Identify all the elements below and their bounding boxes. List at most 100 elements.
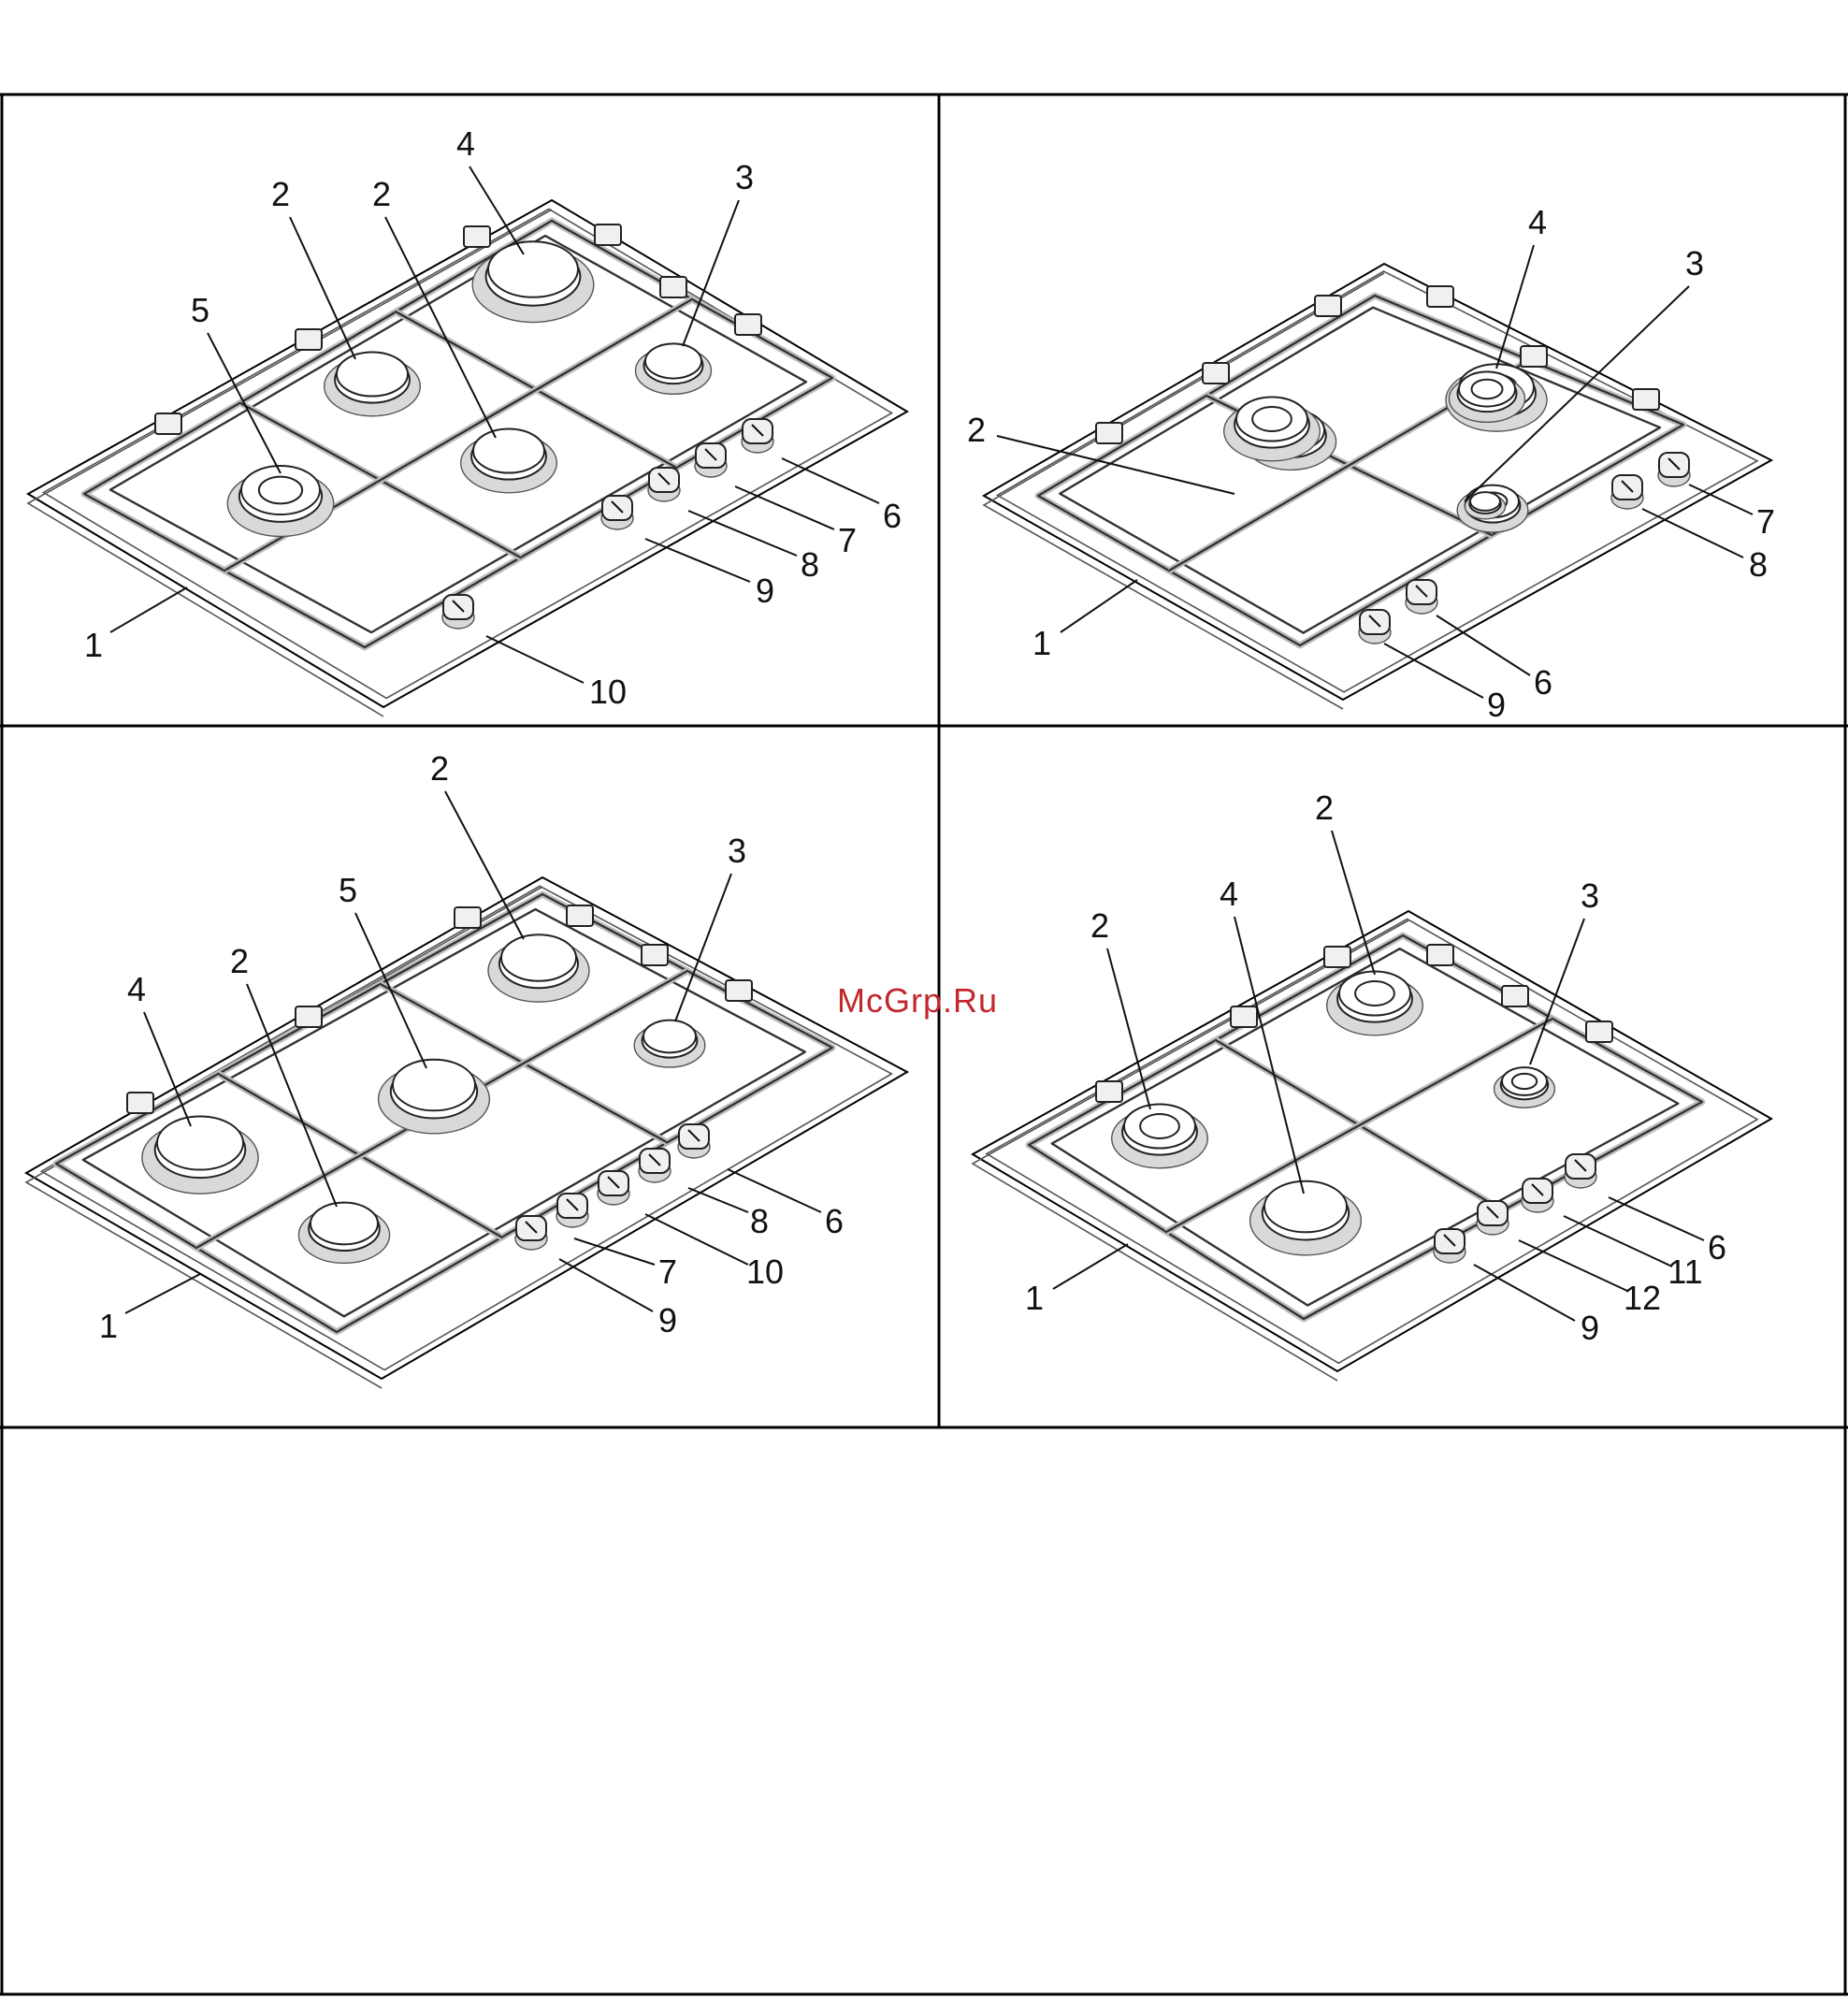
- callout-label: 8: [801, 545, 819, 584]
- pan-support-finger: [1096, 1081, 1122, 1102]
- pan-support-bar: [1166, 1019, 1552, 1232]
- callout-leader: [486, 636, 584, 683]
- burner-inner-ring: [1140, 1114, 1179, 1138]
- callout-leader: [559, 1259, 653, 1311]
- callout-label: 2: [967, 411, 986, 449]
- callout-label: 11: [1668, 1252, 1702, 1291]
- burner-cap: [310, 1203, 378, 1245]
- burner-inner-ring: [1472, 380, 1503, 398]
- callout-label: 8: [750, 1202, 769, 1240]
- pan-support-finger: [642, 945, 668, 965]
- burner-cap: [1264, 1181, 1347, 1233]
- callout-label: 6: [825, 1202, 844, 1240]
- callout-label: 2: [1315, 789, 1334, 827]
- callout-label: 1: [84, 626, 103, 664]
- callout-label: 2: [230, 942, 249, 980]
- callout-leader: [997, 436, 1234, 494]
- callout-label: 5: [191, 291, 209, 329]
- burner-cap: [501, 934, 576, 981]
- burner-inner-ring: [259, 477, 302, 504]
- callout-label: 1: [99, 1307, 118, 1345]
- burner-inner-ring: [1252, 407, 1292, 431]
- callout-label: 7: [838, 521, 857, 559]
- callout-leader: [782, 458, 879, 503]
- pan-support-finger: [660, 277, 686, 297]
- pan-support-finger: [1502, 986, 1528, 1006]
- callout-leader: [1061, 580, 1137, 632]
- callout-label: 3: [728, 832, 746, 870]
- callout-leader: [1564, 1216, 1672, 1267]
- callout-label: 9: [1487, 686, 1506, 724]
- callout-leader: [728, 1169, 821, 1212]
- burner-cap: [645, 343, 701, 378]
- callout-leader: [1437, 615, 1530, 675]
- callout-leader: [1530, 919, 1584, 1064]
- pan-support-finger: [155, 413, 181, 434]
- callout-leader: [688, 1188, 748, 1212]
- callout-label: 2: [1090, 906, 1109, 945]
- callout-label: 6: [1534, 663, 1552, 702]
- callout-label: 1: [1032, 624, 1051, 662]
- pan-support-finger: [1427, 286, 1453, 307]
- callout-label: 4: [1220, 875, 1238, 913]
- callout-label: 6: [883, 497, 902, 535]
- callout-label: 4: [1528, 203, 1547, 241]
- pan-support-finger: [1521, 346, 1547, 367]
- pan-support-finger: [296, 1006, 322, 1027]
- pan-support-finger: [726, 980, 752, 1001]
- pan-support-finger: [1633, 389, 1659, 410]
- callout-label: 2: [372, 175, 391, 213]
- hob-plate: [26, 877, 907, 1379]
- callout-leader: [125, 1274, 200, 1313]
- callout-leader: [208, 333, 281, 473]
- pan-support-finger: [1586, 1021, 1612, 1042]
- pan-support-finger: [1203, 363, 1229, 384]
- watermark: McGrp.Ru: [837, 981, 998, 1020]
- callout-label: 8: [1749, 545, 1768, 584]
- pan-support-finger: [1315, 296, 1341, 316]
- callout-label: 12: [1624, 1279, 1661, 1317]
- callout-leader: [1053, 1244, 1128, 1289]
- callout-label: 4: [127, 970, 146, 1008]
- burner-cap: [393, 1060, 475, 1111]
- callout-leader: [1384, 644, 1483, 698]
- callout-label: 10: [746, 1252, 784, 1291]
- callout-label: 7: [1756, 502, 1775, 541]
- callout-label: 1: [1025, 1279, 1044, 1317]
- burner-cap: [1470, 492, 1500, 511]
- callout-label: 2: [271, 175, 290, 213]
- callout-label: 6: [1708, 1228, 1726, 1267]
- burner-cap: [337, 352, 408, 396]
- callout-leader: [1609, 1197, 1704, 1240]
- pan-support-finger: [1324, 947, 1350, 967]
- callout-label: 3: [1685, 244, 1704, 282]
- burner-inner-ring: [1512, 1074, 1537, 1089]
- callout-label: 10: [589, 673, 627, 711]
- callout-leader: [1474, 1265, 1575, 1321]
- hob-diagram-a: 122345678910: [28, 124, 907, 717]
- burner-inner-ring: [1355, 981, 1394, 1006]
- callout-label: 2: [430, 749, 449, 788]
- pan-support-finger: [595, 224, 621, 245]
- pan-support-finger: [127, 1093, 153, 1113]
- callout-leader: [1642, 509, 1743, 557]
- pan-support-finger: [567, 905, 593, 926]
- hob-diagram-b: 1 2 3 4 6 7 8 9: [967, 203, 1775, 724]
- pan-support-finger: [1231, 1006, 1257, 1027]
- callout-leader: [645, 539, 750, 582]
- callout-leader: [735, 486, 834, 529]
- burner-cap: [488, 241, 578, 297]
- callout-label: 9: [1581, 1309, 1599, 1347]
- callout-label: 7: [658, 1252, 677, 1291]
- callout-leader: [110, 587, 187, 632]
- burner-cap: [473, 428, 544, 472]
- callout-leader: [1519, 1240, 1627, 1291]
- pan-support-finger: [735, 314, 761, 335]
- callout-label: 5: [339, 871, 357, 909]
- pan-support-finger: [1096, 423, 1122, 443]
- pan-support-finger: [455, 907, 481, 928]
- callout-label: 9: [756, 572, 774, 610]
